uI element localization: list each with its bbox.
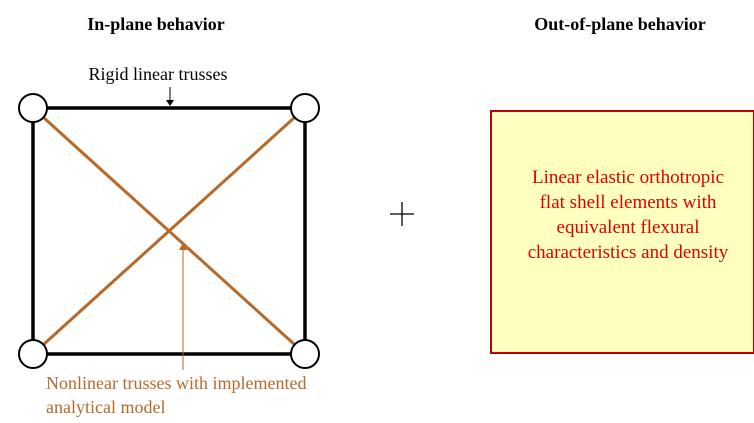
rigid-trusses-label: Rigid linear trusses bbox=[89, 64, 228, 84]
shell-text-line1: Linear elastic orthotropic bbox=[532, 167, 724, 188]
node-bottom-left bbox=[18, 339, 48, 369]
out-of-plane-heading: Out-of-plane behavior bbox=[534, 14, 706, 34]
in-plane-heading: In-plane behavior bbox=[87, 14, 225, 34]
diagonal-truss-2 bbox=[31, 106, 307, 356]
nonlinear-trusses-arrowhead bbox=[179, 243, 187, 250]
shell-text-line2: flat shell elements with bbox=[540, 192, 717, 213]
nonlinear-trusses-label-line1: Nonlinear trusses with implemented bbox=[46, 373, 306, 393]
rigid-trusses-arrowhead bbox=[166, 100, 174, 106]
node-top-right bbox=[290, 93, 320, 123]
shell-text-line3: equivalent flexural bbox=[557, 217, 700, 238]
node-bottom-right bbox=[290, 339, 320, 369]
shell-text-line4: characteristics and density bbox=[528, 242, 729, 263]
nonlinear-trusses-label-line2: analytical model bbox=[46, 397, 165, 417]
shell-element-box bbox=[490, 110, 754, 354]
node-top-left bbox=[18, 93, 48, 123]
rigid-truss-frame bbox=[31, 106, 307, 356]
